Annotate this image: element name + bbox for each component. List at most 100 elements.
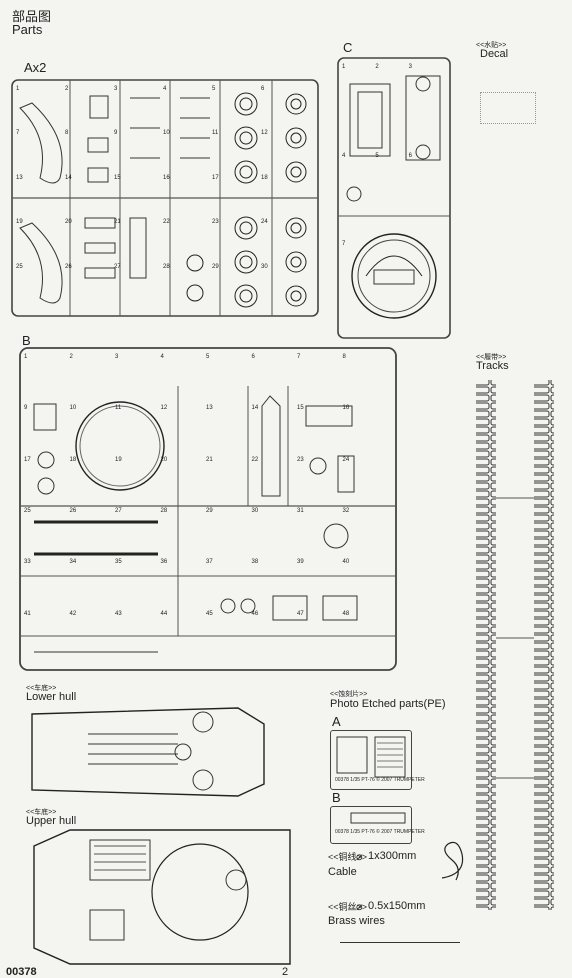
footer-code: 00378 (6, 966, 37, 978)
lower-hull-drawing (31, 707, 265, 797)
part-number: 12 (261, 130, 268, 137)
part-number: 5 (212, 86, 216, 92)
cable-diameter-icon: ⌀ (356, 851, 363, 863)
part-number: 13 (206, 405, 213, 412)
part-number: 24 (342, 456, 350, 463)
decal-sheet (480, 92, 536, 124)
part-number: 30 (261, 263, 268, 270)
part-number: 7 (16, 130, 20, 137)
part-number: 10 (69, 405, 77, 412)
part-number: 5 (375, 152, 379, 159)
pe-fret-b: 00378 1/35 PT-76 © 2007 TRUMPETER (330, 806, 425, 844)
sprue-a-label: Ax2 (24, 60, 47, 75)
brass-size: 0.5x150mm (368, 900, 426, 912)
part-number: 3 (115, 354, 119, 360)
cable-label-en: Cable (328, 866, 357, 878)
part-number: 2 (375, 64, 379, 70)
pe-fret-a-stamp: 00378 1/35 PT-76 © 2007 TRUMPETER (335, 777, 425, 783)
part-number: 1 (16, 86, 20, 92)
part-number: 43 (115, 610, 122, 617)
upper-hull-drawing (33, 829, 291, 965)
part-number: 14 (65, 174, 72, 181)
part-number: 27 (115, 508, 122, 514)
tracks-label-en: Tracks (476, 360, 509, 372)
track-runs (470, 378, 560, 918)
part-number: 29 (206, 508, 213, 514)
lower-hull-part (28, 704, 268, 800)
part-number: 36 (160, 559, 168, 566)
decal-label-cn: <<水贴>> (476, 42, 507, 49)
part-number: 22 (251, 456, 259, 463)
part-number: 26 (65, 263, 72, 270)
pe-fret-a: 00378 1/35 PT-76 © 2007 TRUMPETER (330, 730, 425, 790)
part-number: 34 (69, 559, 77, 566)
brass-diameter-icon: ⌀ (356, 901, 363, 913)
footer-page: 2 (282, 966, 289, 978)
pe-fret-b-drawing (350, 812, 406, 824)
upper-hull-label-cn: <<车底>> (26, 809, 57, 816)
part-number: 4 (160, 354, 164, 360)
part-number: 14 (251, 405, 259, 412)
part-number: 25 (24, 508, 31, 514)
part-number: 3 (114, 86, 118, 92)
title-chinese: 部品图 (12, 9, 52, 24)
sprue-a-drawing (11, 79, 319, 317)
part-number: 4 (342, 152, 346, 159)
part-number: 21 (206, 456, 213, 463)
part-number: 16 (342, 405, 350, 412)
decal-label-en: Decal (480, 48, 509, 60)
part-number: 9 (114, 130, 118, 137)
part-number: 38 (251, 559, 259, 566)
part-number: 44 (160, 610, 168, 617)
part-number: 40 (342, 559, 350, 566)
part-number: 32 (342, 508, 350, 514)
part-number: 26 (69, 508, 77, 514)
part-number: 17 (24, 456, 31, 463)
part-number: 18 (69, 456, 77, 463)
part-number: 17 (212, 174, 219, 181)
part-number: 10 (163, 130, 170, 137)
part-number: 3 (408, 64, 412, 70)
part-number: 6 (251, 354, 255, 360)
cable-coil-drawing (441, 841, 464, 881)
part-number: 42 (69, 610, 77, 617)
brass-label-en: Brass wires (328, 915, 385, 927)
part-number: 19 (115, 456, 122, 463)
part-number: 21 (114, 219, 121, 226)
part-number: 11 (115, 405, 122, 412)
title-english: Parts (12, 22, 43, 37)
part-number: 11 (212, 130, 219, 137)
brass-wire-line (340, 942, 460, 943)
part-number: 1 (342, 64, 346, 70)
lower-hull-label-cn: <<车底>> (26, 685, 57, 692)
part-number: 20 (160, 456, 168, 463)
part-number: 15 (114, 174, 121, 181)
part-number: 23 (297, 456, 304, 463)
part-number: 46 (251, 610, 259, 617)
part-number: 13 (16, 174, 23, 181)
part-number: 29 (212, 263, 219, 270)
part-number: 5 (206, 354, 210, 360)
pe-fret-a-drawing (336, 736, 406, 778)
lower-hull-label-en: Lower hull (26, 691, 77, 703)
part-number: 41 (24, 610, 31, 617)
sprue-b-drawing (19, 347, 397, 671)
pe-fret-b-stamp: 00378 1/35 PT-76 © 2007 TRUMPETER (335, 829, 425, 835)
part-number: 31 (297, 508, 304, 514)
part-number: 35 (115, 559, 122, 566)
part-number: 45 (206, 610, 213, 617)
part-number: 16 (163, 174, 170, 181)
part-number: 15 (297, 405, 304, 412)
part-number: 48 (342, 610, 350, 617)
part-number: 8 (342, 354, 346, 360)
part-number: 8 (65, 130, 69, 137)
tracks-label-cn: <<履带>> (476, 354, 507, 361)
part-number: 30 (251, 508, 259, 514)
track-runs-drawing (476, 380, 554, 910)
sprue-c-drawing (337, 57, 451, 339)
cable-coil (436, 834, 470, 884)
part-number: 25 (16, 263, 23, 270)
part-number: 23 (212, 219, 219, 226)
